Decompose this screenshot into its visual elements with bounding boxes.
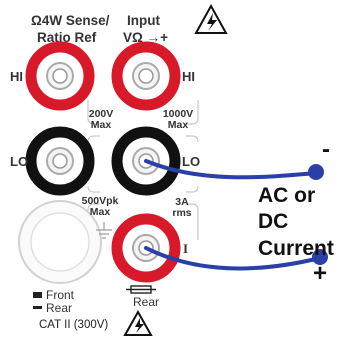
cat-rating-label: CAT II (300V) [39,319,109,331]
current-input-label: I [183,241,189,256]
hi-input-terminal[interactable] [111,41,181,111]
minus-sign: - [322,136,330,163]
current-lead-endpoint [312,249,328,265]
input-label-line1: Input [127,13,160,28]
rating-500vpk-value: 500Vpk [81,195,119,207]
rating-200v-max: Max [90,119,112,132]
rear-label: Rear [46,301,73,315]
lo-input-label: LO [182,154,201,169]
lo-lead-endpoint [308,164,324,180]
lo-sense-label: LO [10,154,29,169]
rating-1000v: 1000V Max [160,108,196,132]
lo-input-terminal[interactable] [111,126,181,196]
rating-500vpk: 500Vpk Max [80,195,120,219]
sense-label-line1: Ω4W Sense/ [31,13,110,28]
rating-3a-value: 3A [175,196,189,208]
ground-icon [96,222,112,239]
warning-triangle-icon [194,3,228,34]
input-label-line2: VΩ →+ [123,30,168,45]
annotation-line2: DC [258,210,289,233]
rating-1000v-max: Max [167,119,189,132]
current-input-terminal[interactable] [111,213,181,283]
rating-200v: 200V Max [86,108,116,132]
cat-warning-triangle-icon [123,309,153,336]
current-test-lead [144,246,322,271]
rating-200v-value: 200V [88,108,114,120]
fuse-icon [126,285,156,294]
front-rear-selector-button[interactable] [18,200,102,284]
rating-3a-rms: rms [172,207,192,220]
lo-test-lead [144,159,318,180]
rating-1000v-value: 1000V [162,108,194,120]
hi-sense-label: HI [10,69,23,84]
lo-sense-terminal[interactable] [25,126,95,196]
front-label: Front [46,288,75,302]
front-indicator-icon [33,292,42,298]
annotation-line3: Current [258,237,334,260]
sense-label-line2: Ratio Ref [37,30,97,45]
hi-sense-terminal[interactable] [25,41,95,111]
hi-input-label: HI [182,69,195,84]
fuse-rear-label: Rear [133,295,160,309]
annotation-line1: AC or [258,184,316,207]
rating-500vpk-max: Max [89,206,111,219]
rating-3a: 3A rms [171,196,193,220]
rear-indicator-icon [33,306,42,309]
terminal-group-bracket [87,100,199,240]
plus-sign: + [313,260,328,287]
